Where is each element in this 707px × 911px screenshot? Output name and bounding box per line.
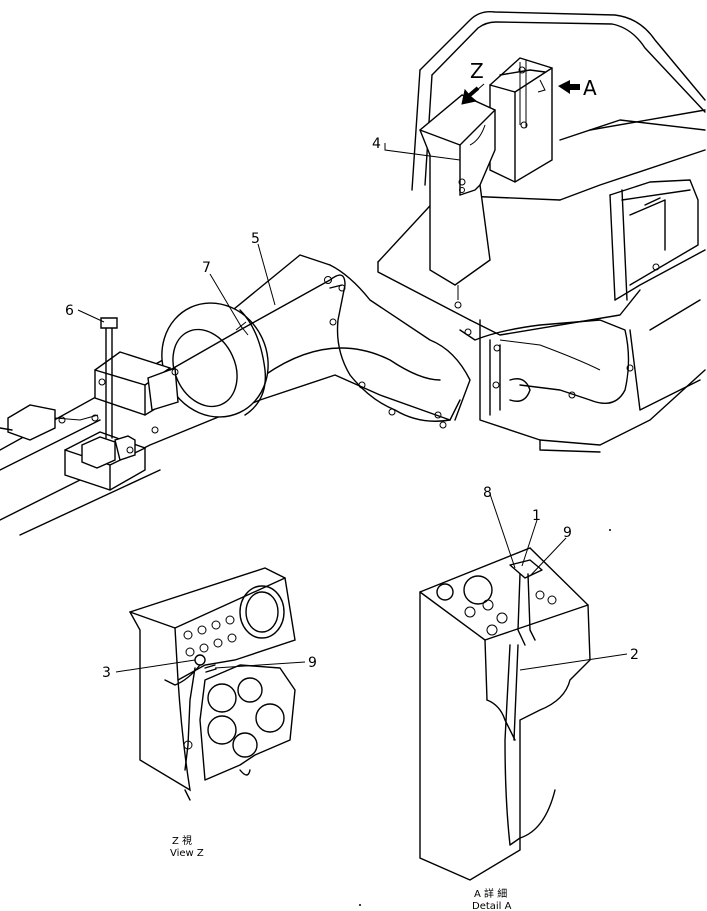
leader-2: [519, 653, 628, 671]
leader-9-view-z: [214, 661, 306, 669]
caption-view-z: View Z: [170, 848, 204, 859]
callout-9-detail-a: 9: [563, 525, 572, 541]
detail-a-marker: A: [583, 76, 597, 100]
cab-base: [479, 299, 706, 453]
leader-8: [489, 493, 516, 569]
callout-4: 4: [372, 136, 381, 152]
caption-detail-a-jp: A 詳 細: [474, 887, 507, 900]
clamp-assembly: [0, 317, 179, 491]
callout-6: 6: [65, 303, 74, 319]
callout-8: 8: [483, 485, 492, 501]
callout-5: 5: [251, 231, 260, 247]
callout-2: 2: [630, 647, 639, 663]
detail-a-box: [419, 547, 591, 881]
caption-detail-a: Detail A: [472, 901, 512, 911]
leader-9-detail-a: [529, 537, 567, 577]
arrow-z: [461, 83, 485, 105]
control-box-a: [489, 57, 553, 183]
view-z-panel: [128, 567, 296, 801]
callout-9-view-z: 9: [308, 655, 317, 671]
leader-1: [521, 519, 538, 567]
leader-3: [115, 659, 196, 673]
leader-4: [384, 143, 461, 161]
callout-7: 7: [202, 260, 211, 276]
callout-3: 3: [102, 665, 111, 681]
leader-5: [257, 243, 276, 306]
arrow-a: [558, 80, 580, 94]
leader-7: [209, 273, 243, 329]
view-z-marker: Z: [470, 59, 484, 83]
caption-view-z-jp: Z 視: [172, 834, 192, 847]
cab-frame: [377, 10, 706, 336]
leader-6: [77, 309, 105, 323]
wire-harness-5: [169, 263, 660, 429]
lever-console: [419, 94, 496, 309]
callout-1: 1: [532, 508, 541, 524]
boom-arm: [0, 254, 471, 536]
